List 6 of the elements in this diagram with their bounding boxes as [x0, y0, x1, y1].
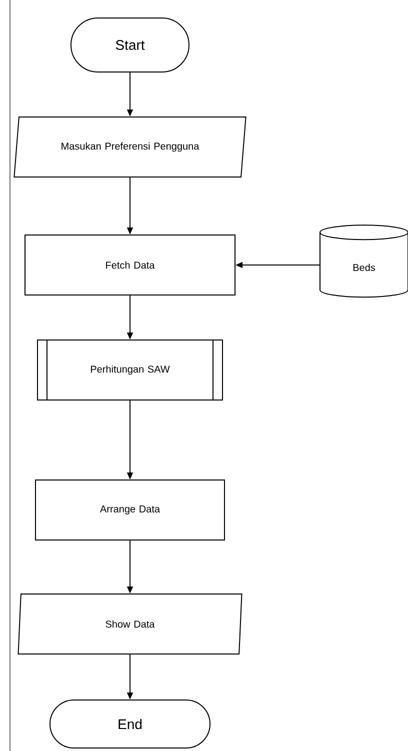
process-box: Arrange Data	[35, 480, 225, 540]
process-box: Fetch Data	[24, 234, 236, 296]
database-cylinder: Beds	[320, 224, 408, 298]
predefined-process-box: Perhitungan SAW	[37, 339, 223, 401]
input-output-parallelogram: Masukan Preferensi Pengguna	[14, 116, 246, 178]
input-output-parallelogram: Show Data	[18, 594, 242, 654]
